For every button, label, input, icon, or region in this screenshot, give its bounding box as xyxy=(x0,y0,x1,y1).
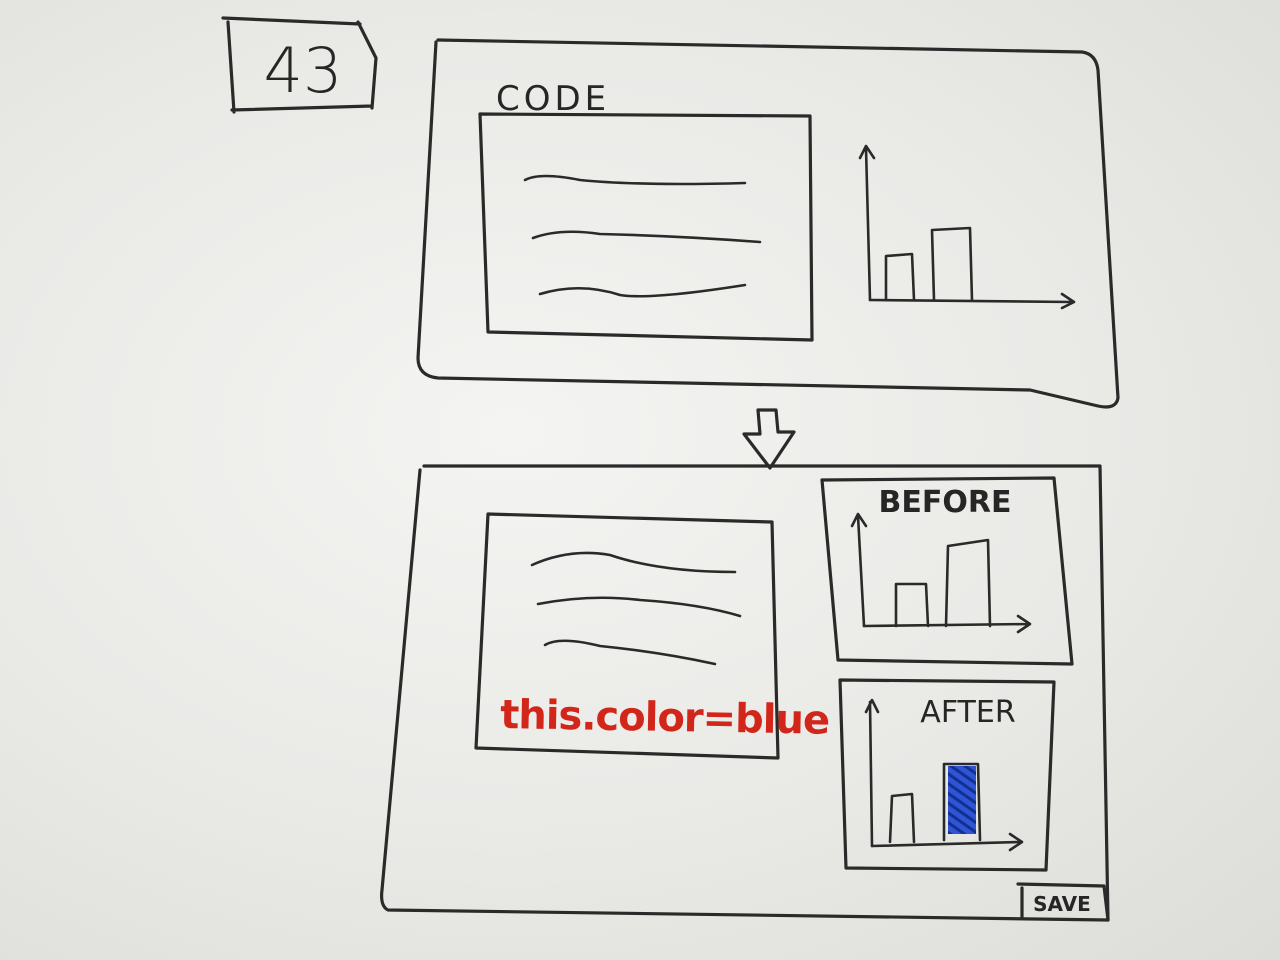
code-line xyxy=(536,596,742,618)
save-button[interactable]: SAVE xyxy=(1016,882,1110,922)
top-window xyxy=(416,38,1120,409)
y-axis xyxy=(864,698,880,848)
bar-small xyxy=(894,582,930,628)
chart-preview xyxy=(858,144,1076,310)
code-editor-panel-edited: this.color=blue xyxy=(474,512,830,760)
save-button-label: SAVE xyxy=(1033,892,1091,916)
code-line xyxy=(531,230,762,244)
code-line xyxy=(530,551,737,574)
after-chart-title: AFTER xyxy=(920,695,1015,730)
code-change-snippet: this.color=blue xyxy=(500,692,830,744)
down-arrow-icon xyxy=(742,408,796,470)
code-line xyxy=(543,639,717,666)
after-chart-panel: AFTER xyxy=(838,678,1056,872)
y-axis xyxy=(850,512,868,628)
y-axis xyxy=(858,144,876,302)
before-chart-title: BEFORE xyxy=(879,485,1012,520)
x-axis xyxy=(868,292,1076,310)
bar-tall xyxy=(944,538,992,628)
bar-small xyxy=(884,252,916,302)
code-panel-title: CODE xyxy=(496,79,610,119)
sketch-number-box: 43 xyxy=(221,16,378,114)
code-line xyxy=(538,283,747,298)
x-axis xyxy=(870,832,1024,852)
sketch-number: 43 xyxy=(264,34,343,107)
bar-small xyxy=(888,792,916,844)
bottom-window xyxy=(380,464,1110,922)
code-editor-panel: CODE xyxy=(478,79,814,342)
bar-tall-highlighted xyxy=(948,766,976,834)
bar-tall-outline xyxy=(942,762,982,842)
before-chart-panel: BEFORE xyxy=(820,476,1074,666)
bar-tall xyxy=(930,226,974,302)
code-line xyxy=(523,174,747,186)
